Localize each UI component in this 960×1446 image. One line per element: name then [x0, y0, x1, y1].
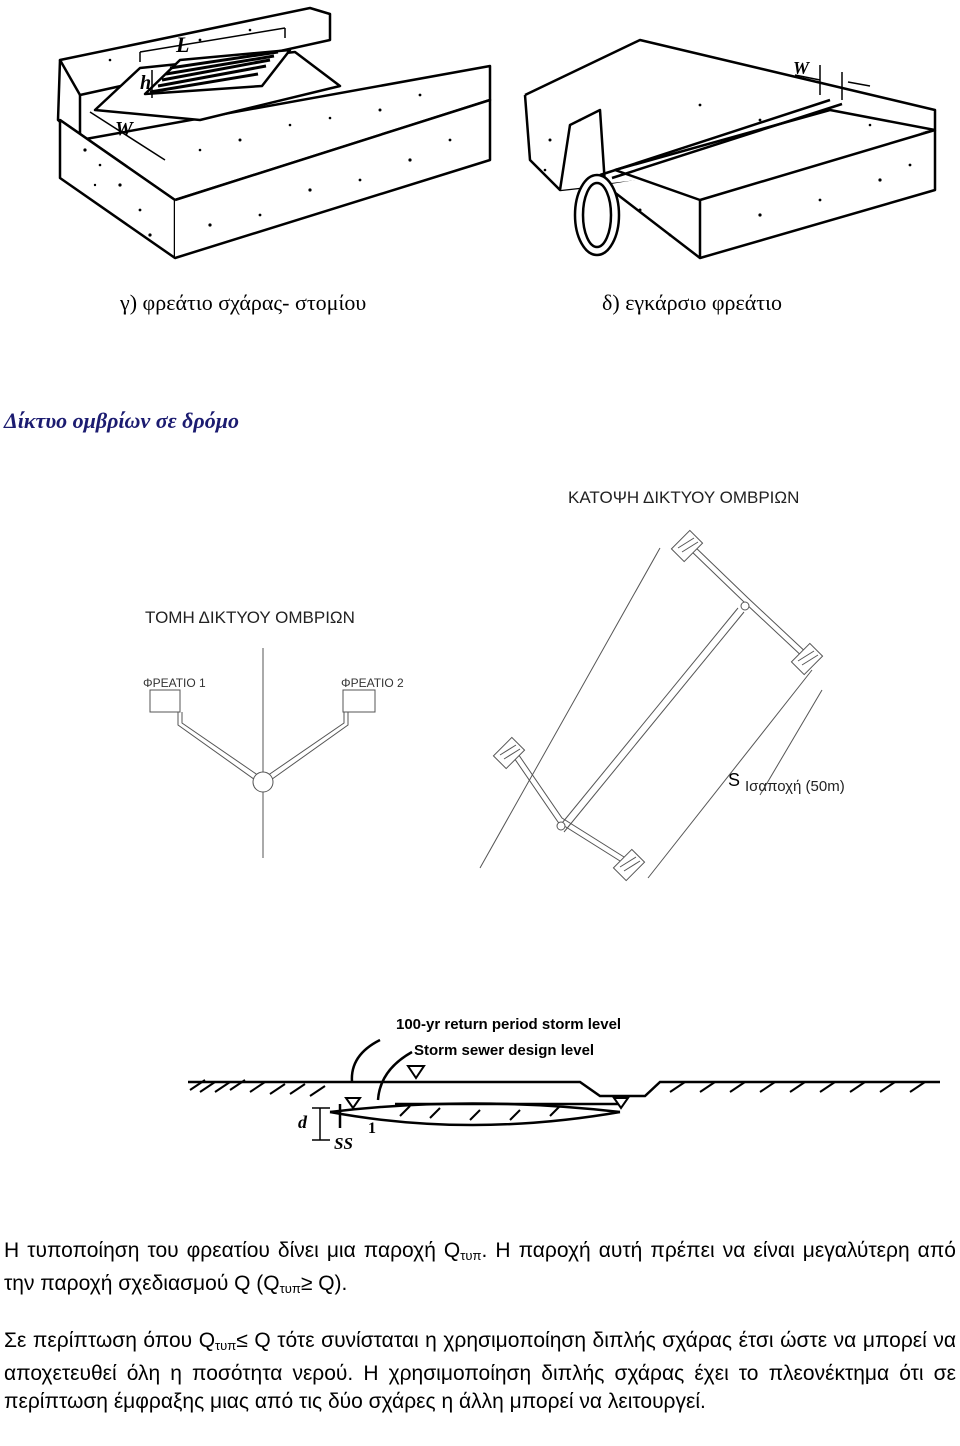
dimension-l-label: L: [176, 32, 190, 57]
slope-ss-label: SS: [334, 1134, 353, 1153]
plan-title: ΚΑΤΟΨΗ ΔΙΚΤΥΟΥ ΟΜΒΡΙΩΝ: [568, 488, 800, 507]
section-heading: Δίκτυο ομβρίων σε δρόμο: [4, 408, 239, 433]
slope-one-label: 1: [368, 1120, 376, 1137]
depth-d-label: d: [298, 1112, 307, 1132]
paragraph-inlet-capacity: Η τυποποίηση του φρεατίου δίνει μια παρο…: [4, 1239, 956, 1296]
design-level-label: Storm sewer design level: [414, 1042, 595, 1059]
plan-spacing-label: Ισαποχή (50m): [745, 778, 845, 795]
caption-grate-inlet: γ) φρεάτιο σχάρας- στομίου: [120, 290, 367, 315]
storm-level-label: 100-yr return period storm level: [396, 1016, 622, 1033]
section-title: ΤΟΜΗ ΔΙΚΤΥΟΥ ΟΜΒΡΙΩΝ: [145, 608, 355, 627]
dimension-w-label-left: W: [115, 118, 133, 140]
inlet-1-label: ΦΡΕΑΤΙΟ 1: [143, 676, 206, 690]
paragraph-double-grate: Σε περίπτωση όπου Qτυπ≤ Q τότε συνίστατα…: [4, 1329, 956, 1413]
caption-transverse-inlet: δ) εγκάρσιο φρεάτιο: [602, 290, 783, 315]
inlet-2-label: ΦΡΕΑΤΙΟ 2: [341, 676, 404, 690]
dimension-h-label: h: [140, 72, 152, 94]
plan-s-label: S: [728, 770, 741, 790]
dimension-w-label-right: W: [793, 58, 810, 78]
